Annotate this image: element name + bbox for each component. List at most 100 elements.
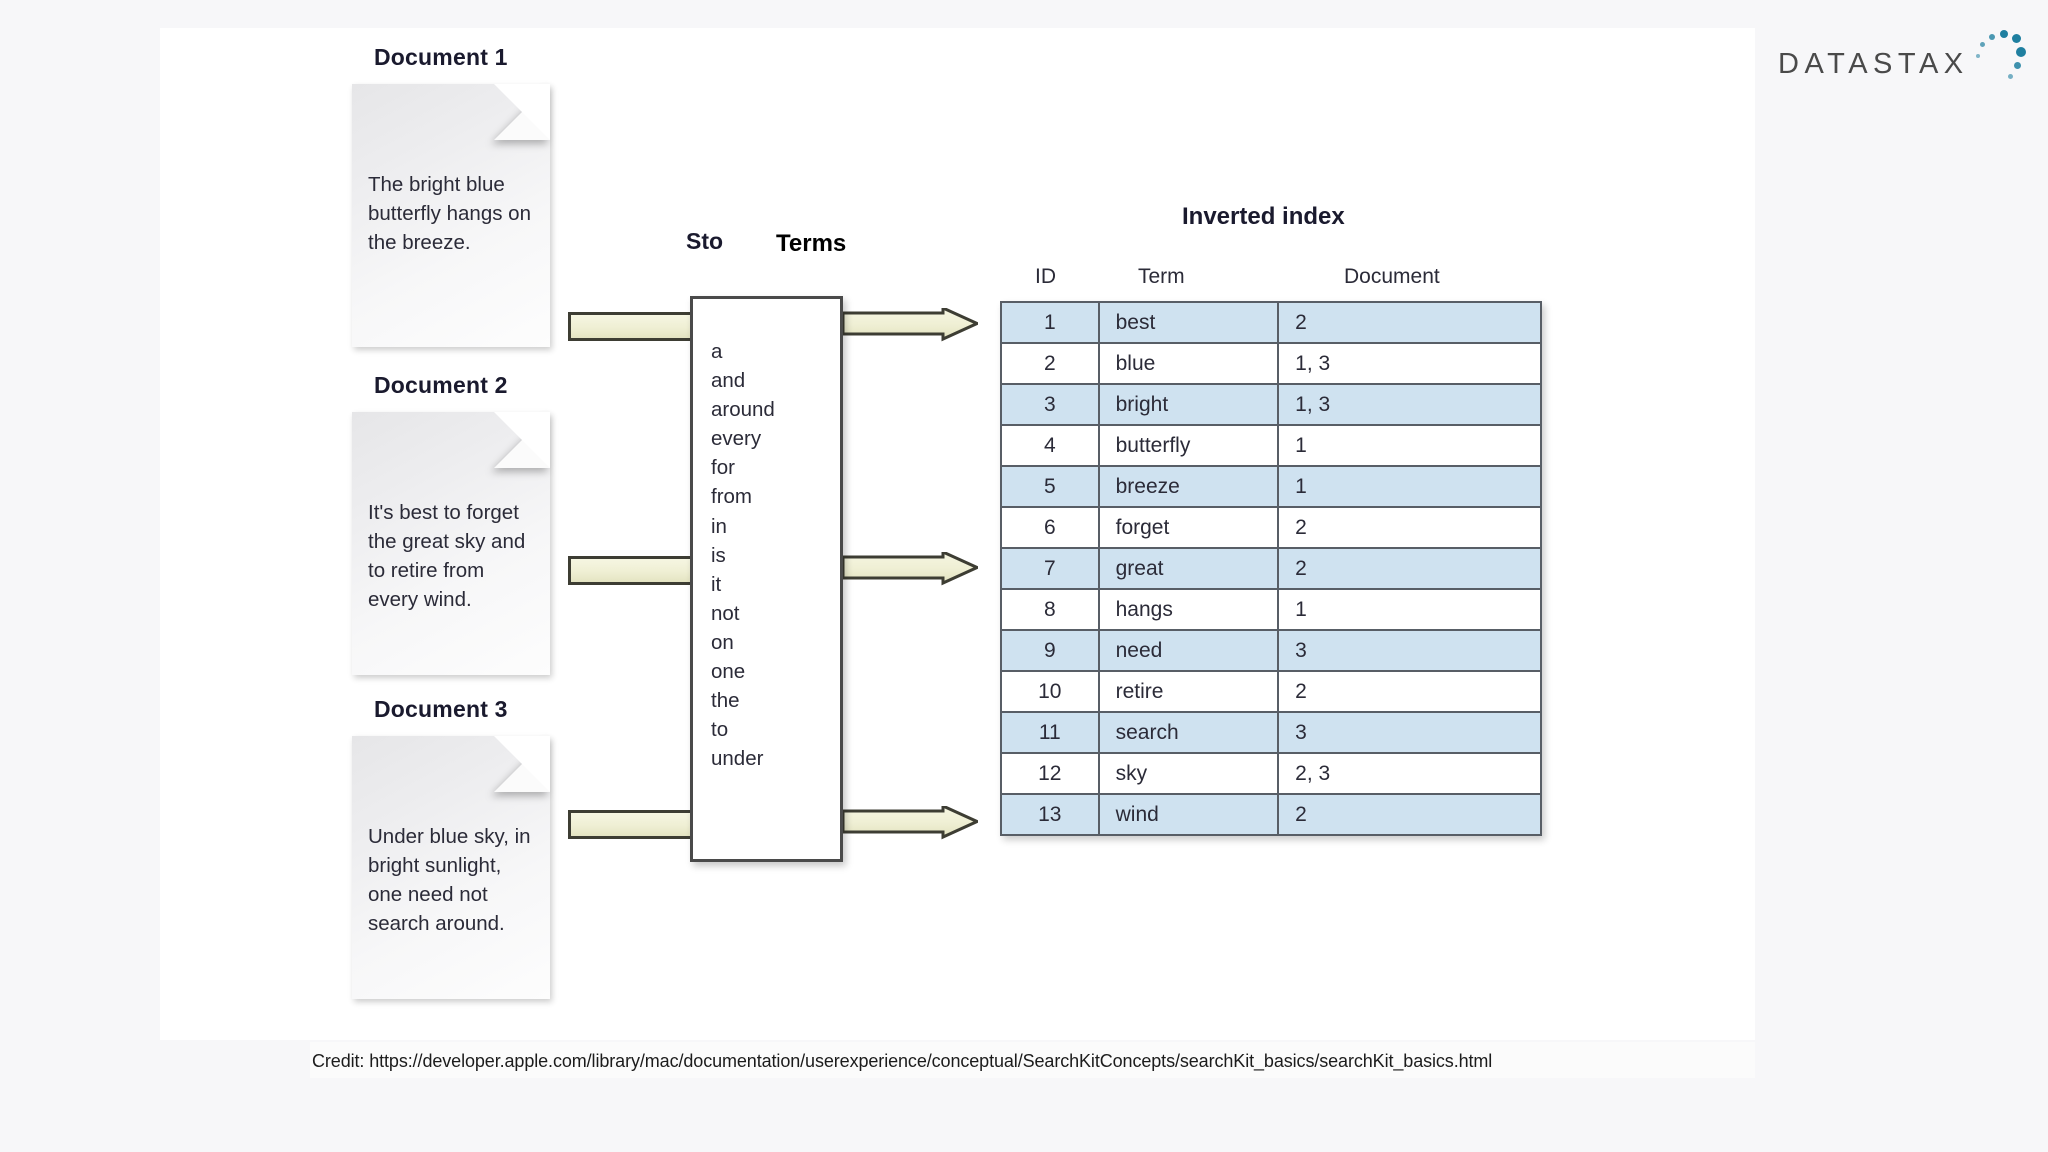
stopword-item: on <box>711 630 734 654</box>
table-row[interactable]: 3 bright 1, 3 <box>1000 383 1542 426</box>
table-row[interactable]: 4 butterfly 1 <box>1000 424 1542 467</box>
datastax-logo: DATASTAX <box>1778 28 2026 90</box>
cell-document: 2 <box>1277 670 1542 713</box>
cell-id: 7 <box>1000 547 1100 590</box>
cell-document: 2 <box>1277 793 1542 836</box>
document-2-body: It's best to forget the great sky and to… <box>368 501 526 611</box>
document-3-body: Under blue sky, in bright sunlight, one … <box>368 825 531 935</box>
cell-id: 5 <box>1000 465 1100 508</box>
table-row[interactable]: 13 wind 2 <box>1000 793 1542 836</box>
cell-document: 2 <box>1277 301 1542 344</box>
cell-id: 3 <box>1000 383 1100 426</box>
cell-id: 13 <box>1000 793 1100 836</box>
inverted-index-table: 1 best 2 2 blue 1, 3 3 bright 1, 3 4 but… <box>1000 301 1542 836</box>
stopword-item: one <box>711 660 746 684</box>
arrow-document-2-to-stopwords <box>568 556 695 585</box>
document-2-title: Document 2 <box>374 372 508 398</box>
stopword-item: under <box>711 747 764 771</box>
datastax-logo-dots-icon <box>1970 28 2026 86</box>
cell-term: need <box>1097 629 1280 672</box>
document-3-icon: Under blue sky, in bright sunlight, one … <box>352 736 550 999</box>
stopwords-label: Sto <box>686 228 724 254</box>
cell-document: 1 <box>1277 588 1542 631</box>
cell-document: 1, 3 <box>1277 342 1542 385</box>
cell-id: 10 <box>1000 670 1100 713</box>
stopword-item: around <box>711 398 775 422</box>
cell-term: bright <box>1097 383 1280 426</box>
cell-term: retire <box>1097 670 1280 713</box>
stopword-item: it <box>711 572 722 596</box>
document-3-title: Document 3 <box>374 696 508 722</box>
stopword-item: every <box>711 427 762 451</box>
cell-term: butterfly <box>1097 424 1280 467</box>
cell-term: best <box>1097 301 1280 344</box>
stopword-item: to <box>711 718 729 742</box>
cell-document: 1 <box>1277 465 1542 508</box>
cell-id: 1 <box>1000 301 1100 344</box>
table-row[interactable]: 2 blue 1, 3 <box>1000 342 1542 385</box>
document-1-title: Document 1 <box>374 44 508 70</box>
table-row[interactable]: 6 forget 2 <box>1000 506 1542 549</box>
arrow-document-3-to-stopwords <box>568 810 695 839</box>
cell-term: great <box>1097 547 1280 590</box>
arrow-stopwords-to-index-2 <box>843 552 978 586</box>
stopwords-box: a and around every for from in is it not… <box>690 296 843 862</box>
stopword-item: from <box>711 485 752 509</box>
arrow-stopwords-to-index-1 <box>843 308 978 342</box>
cell-id: 12 <box>1000 752 1100 795</box>
stopwords-list: a and around every for from in is it not… <box>711 337 775 773</box>
stopword-item: the <box>711 689 740 713</box>
stopword-item: a <box>711 340 723 363</box>
page-fold-cut-icon <box>494 84 550 140</box>
stopword-item: is <box>711 543 726 567</box>
cell-id: 8 <box>1000 588 1100 631</box>
datastax-logo-wordmark: DATASTAX <box>1778 48 1969 80</box>
cell-document: 1, 3 <box>1277 383 1542 426</box>
table-row[interactable]: 7 great 2 <box>1000 547 1542 590</box>
cell-document: 3 <box>1277 711 1542 754</box>
terms-label-cover <box>726 214 894 276</box>
inverted-index-title: Inverted index <box>1182 203 1345 230</box>
cell-term: hangs <box>1097 588 1280 631</box>
cell-document: 2 <box>1277 506 1542 549</box>
cell-id: 6 <box>1000 506 1100 549</box>
cell-document: 2, 3 <box>1277 752 1542 795</box>
cell-id: 4 <box>1000 424 1100 467</box>
credit-strip <box>310 1042 1755 1078</box>
terms-label: Terms <box>776 230 847 257</box>
cell-term: breeze <box>1097 465 1280 508</box>
arrow-stopwords-to-index-3 <box>843 806 978 840</box>
table-row[interactable]: 9 need 3 <box>1000 629 1542 672</box>
table-row[interactable]: 11 search 3 <box>1000 711 1542 754</box>
arrow-document-1-to-stopwords <box>568 312 695 341</box>
cell-id: 11 <box>1000 711 1100 754</box>
cell-document: 2 <box>1277 547 1542 590</box>
page-fold-cut-icon <box>494 736 550 792</box>
cell-id: 9 <box>1000 629 1100 672</box>
column-header-id: ID <box>1035 265 1056 288</box>
stopword-item: in <box>711 514 727 538</box>
cell-term: blue <box>1097 342 1280 385</box>
column-header-term: Term <box>1138 265 1185 288</box>
table-row[interactable]: 1 best 2 <box>1000 301 1542 344</box>
cell-id: 2 <box>1000 342 1100 385</box>
cell-term: sky <box>1097 752 1280 795</box>
stopword-item: not <box>711 601 740 625</box>
cell-term: wind <box>1097 793 1280 836</box>
table-row[interactable]: 8 hangs 1 <box>1000 588 1542 631</box>
cell-document: 3 <box>1277 629 1542 672</box>
cell-term: search <box>1097 711 1280 754</box>
table-row[interactable]: 10 retire 2 <box>1000 670 1542 713</box>
cell-document: 1 <box>1277 424 1542 467</box>
table-row[interactable]: 12 sky 2, 3 <box>1000 752 1542 795</box>
credit-line: Credit: https://developer.apple.com/libr… <box>312 1051 1493 1071</box>
document-1-body: The bright blue butterfly hangs on the b… <box>368 173 531 254</box>
page-fold-cut-icon <box>494 412 550 468</box>
column-header-document: Document <box>1344 265 1440 288</box>
cell-term: forget <box>1097 506 1280 549</box>
stopword-item: for <box>711 456 735 480</box>
document-2-icon: It's best to forget the great sky and to… <box>352 412 550 675</box>
stopword-item: and <box>711 369 746 393</box>
table-row[interactable]: 5 breeze 1 <box>1000 465 1542 508</box>
document-1-icon: The bright blue butterfly hangs on the b… <box>352 84 550 347</box>
